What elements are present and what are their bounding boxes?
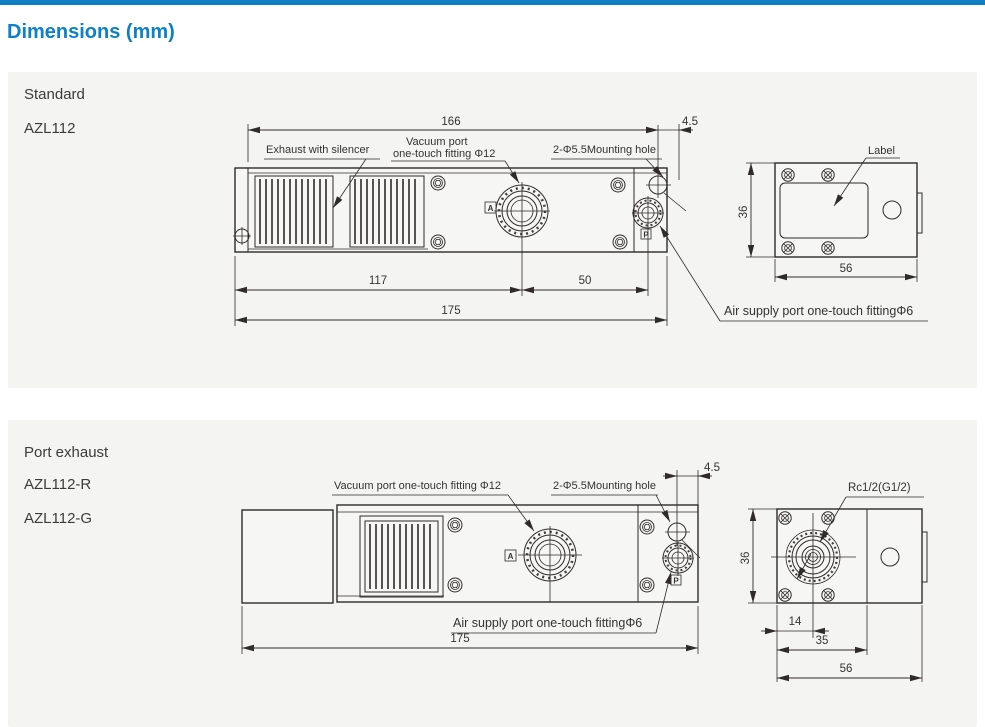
dim-56: 56 [777,605,923,682]
mounting-annotation: 2-Φ5.5Mounting hole [551,480,701,559]
variant-label-standard: Standard [24,86,85,103]
dim-117: 117 [234,256,522,326]
port-exhaust-top-view: A P [241,504,699,604]
dim-14-text: 14 [789,616,802,628]
port-exhaust-front-view: 36 14 35 56 [740,482,928,682]
dim-175: 175 [235,256,668,326]
dim-50-text: 50 [579,275,592,287]
exhaust-label: Exhaust with silencer [266,144,370,156]
thread-label: Rc1/2(G1/2) [848,482,911,494]
model-azl112-r: AZL112-R [24,476,92,493]
dim-4-5-text: 4.5 [704,462,720,474]
dim-117-text: 117 [369,275,387,287]
dim-4-5-text: 4.5 [682,116,698,128]
dim-166: 166 [247,116,659,173]
left-cap-hole [233,227,251,245]
thread-annotation: Rc1/2(G1/2) [796,482,924,580]
vacuum-label-line2: one-touch fitting Φ12 [393,148,495,160]
port-a-marker: A [504,549,517,562]
port-a-letter: A [488,204,494,213]
dim-35: 35 [777,605,868,655]
dim-36: 36 [740,508,777,604]
port-exhaust-dimension-drawing: A P [241,462,928,682]
silencer-slats [248,175,428,250]
dim-4-5: 4.5 [644,116,698,180]
dim-166-text: 166 [441,116,460,128]
dim-14: 14 [761,605,829,682]
variant-label-port-exhaust: Port exhaust [24,444,109,461]
port-a-letter: A [508,552,514,561]
mounting-label: 2-Φ5.5Mounting hole [553,480,656,492]
dim-4-5: 4.5 [663,462,720,546]
standard-dimension-drawing: A P [233,116,928,326]
dim-56-text: 56 [840,263,853,275]
label-annotation: Label [833,145,900,207]
exhaust-adapter [241,509,334,604]
dim-56-text: 56 [840,663,853,675]
port-a-marker: A [484,201,497,214]
model-azl112: AZL112 [24,120,76,137]
port-p-letter: P [673,577,679,586]
air-supply-label: Air supply port one-touch fittingΦ6 [453,616,642,630]
standard-top-view: A P [233,167,671,296]
silencer-slats [359,515,444,598]
vacuum-label: Vacuum port one-touch fitting Φ12 [334,480,501,492]
label-plate [779,182,869,239]
dim-175: 175 [241,606,699,654]
top-accent-bar [0,0,985,5]
mounting-label: 2-Φ5.5Mounting hole [553,144,656,156]
page-title: Dimensions (mm) [7,21,175,43]
vacuum-label-line1: Vacuum port [406,136,468,148]
dim-50: 50 [522,275,648,294]
model-azl112-g: AZL112-G [24,510,93,527]
dim-35-text: 35 [816,635,829,647]
exhaust-thread-port [771,513,856,638]
air-supply-label: Air supply port one-touch fittingΦ6 [724,304,913,318]
panel-port-exhaust: Port exhaust AZL112-R AZL112-G [8,420,977,727]
dim-36: 36 [738,162,775,258]
dim-175-text: 175 [450,633,469,645]
side-tab [916,192,923,234]
dim-175-text: 175 [441,305,460,317]
dim-56: 56 [774,259,918,282]
side-hole [880,547,900,567]
air-supply-fitting [662,542,694,576]
port-p-marker: P [640,228,652,240]
vacuum-port-fitting [518,526,582,602]
dim-36-text: 36 [738,206,750,219]
air-supply-fitting [632,196,664,296]
side-tab [921,531,928,583]
vacuum-annotation: Vacuum port one-touch fitting Φ12 [332,480,535,532]
dim-36-text: 36 [740,552,752,565]
air-supply-annotation: Air supply port one-touch fittingΦ6 [451,571,672,634]
standard-side-view: 36 56 Label [738,145,923,282]
air-supply-annotation: Air supply port one-touch fittingΦ6 [659,225,928,322]
side-hole [882,200,902,220]
exhaust-annotation: Exhaust with silencer [264,144,380,209]
port-p-letter: P [643,231,649,240]
mounting-annotation: 2-Φ5.5Mounting hole [551,144,687,212]
panel-standard: Standard AZL112 [8,72,977,388]
label-pointer-text: Label [868,145,895,157]
vacuum-annotation: Vacuum port one-touch fitting Φ12 [391,136,520,184]
